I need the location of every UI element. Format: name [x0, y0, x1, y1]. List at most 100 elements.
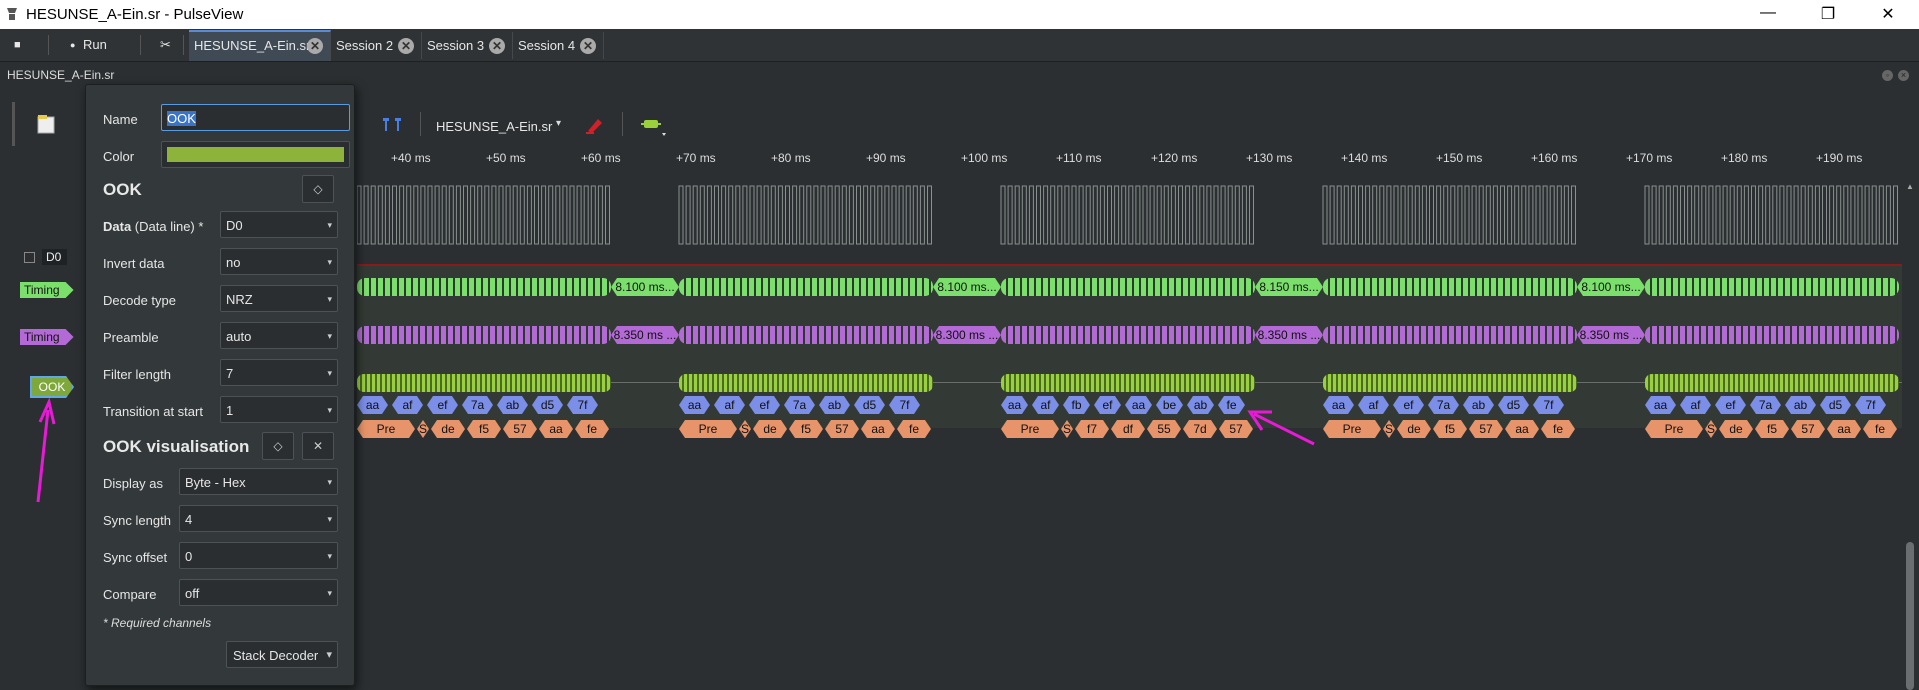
d0-pulse	[792, 185, 798, 245]
preamble-select[interactable]: auto▾	[220, 322, 338, 349]
d0-pulse	[1556, 185, 1562, 245]
d0-pulse	[1156, 185, 1162, 245]
minimize-button[interactable]: —	[1760, 4, 1776, 21]
display-as-select[interactable]: Byte - Hex▾	[179, 468, 338, 495]
d0-pulse	[870, 185, 876, 245]
tab-session-1[interactable]: HESUNSE_A-Ein.sr ✕	[189, 30, 331, 61]
ook-field: de	[431, 420, 465, 438]
tab-session-2[interactable]: Session 2 ✕	[331, 32, 422, 59]
d0-pulse	[1850, 185, 1856, 245]
decode-type-select[interactable]: NRZ▾	[220, 285, 338, 312]
scrollbar-thumb[interactable]	[1906, 542, 1914, 690]
timing-gap-label: 8.350 ms ...	[1577, 326, 1645, 344]
d0-pulse	[434, 185, 440, 245]
ruler-tick: +190 ms	[1816, 151, 1863, 165]
remove-decoder-icon[interactable]: ✕	[302, 432, 334, 460]
d0-pulse	[1358, 185, 1363, 245]
device-dropdown-arrow[interactable]: ▾	[556, 118, 562, 129]
open-file-icon[interactable]	[36, 113, 56, 135]
ook-field: fe	[897, 420, 931, 438]
tab-session-3[interactable]: Session 3 ✕	[422, 32, 513, 59]
close-tab-icon[interactable]: ✕	[580, 38, 596, 54]
device-selector-label[interactable]: HESUNSE_A-Ein.sr	[436, 119, 553, 134]
ook-hex-byte: be	[1156, 396, 1183, 414]
d0-pulse	[1514, 185, 1520, 245]
d0-pulse	[1206, 185, 1212, 245]
dock-float-icon[interactable]: ◦	[1882, 70, 1893, 81]
toolbar-handle[interactable]	[12, 102, 15, 146]
d0-pulse	[1178, 185, 1183, 245]
name-row: Name OOK	[103, 104, 350, 133]
ook-field: Pre	[679, 420, 737, 438]
stop-icon[interactable]: ■	[14, 39, 21, 51]
d0-pulse	[1672, 185, 1678, 245]
settings-tool-icon[interactable]: ✂	[160, 37, 171, 52]
close-tab-icon[interactable]: ✕	[398, 38, 414, 54]
filter-length-select[interactable]: 7▾	[220, 359, 338, 386]
d0-pulse	[1665, 185, 1671, 245]
timing-track-label-1[interactable]: Timing	[20, 282, 74, 298]
signal-view[interactable]: 8.100 ms...8.100 ms...8.150 ms...8.100 m…	[356, 172, 1902, 457]
d0-pulse	[856, 185, 861, 245]
d0-pulse	[1241, 185, 1247, 245]
compare-select[interactable]: off▾	[179, 579, 338, 606]
chevron-down-icon: ▾	[327, 477, 332, 487]
ruler-tick: +140 ms	[1341, 151, 1388, 165]
d0-track-label[interactable]: D0	[42, 249, 68, 265]
color-picker[interactable]	[161, 141, 350, 168]
name-input[interactable]: OOK	[161, 104, 350, 131]
d0-pulse	[363, 185, 369, 245]
dock-close-icon[interactable]: ×	[1898, 70, 1909, 81]
close-window-button[interactable]: ✕	[1881, 6, 1895, 23]
cursor-markers-icon[interactable]	[380, 114, 406, 134]
probe-config-icon[interactable]	[584, 113, 606, 135]
ook-bits-burst	[679, 374, 933, 392]
sync-length-select[interactable]: 4▾	[179, 505, 338, 532]
close-tab-icon[interactable]: ✕	[489, 38, 505, 54]
ook-hex-byte: af	[1358, 396, 1389, 414]
sync-offset-select[interactable]: 0▾	[179, 542, 338, 569]
annotation-arrow-icon	[1247, 410, 1315, 446]
vertical-scrollbar[interactable]: ▲	[1902, 172, 1919, 690]
transition-select[interactable]: 1▾	[220, 396, 338, 423]
d0-pulse	[728, 185, 734, 245]
d0-pulse	[735, 185, 741, 245]
ook-field: 57	[1791, 420, 1825, 438]
d0-pulse	[583, 185, 589, 245]
d0-pulse	[1192, 185, 1198, 245]
show-hide-decoder-icon[interactable]: ◇	[302, 175, 334, 203]
d0-pulse	[505, 185, 511, 245]
scroll-up-icon[interactable]: ▲	[1906, 182, 1914, 191]
ook-field: S	[418, 422, 427, 436]
d0-pulse	[1372, 185, 1378, 245]
ruler-tick: +60 ms	[581, 151, 621, 165]
invert-data-select[interactable]: no▾	[220, 248, 338, 275]
ook-field: aa	[539, 420, 573, 438]
time-ruler[interactable]: +40 ms+50 ms+60 ms+70 ms+80 ms+90 ms+100…	[357, 151, 1902, 171]
d0-pulse	[756, 185, 762, 245]
channel-checkbox[interactable]	[24, 252, 35, 263]
show-hide-visualisation-icon[interactable]: ◇	[262, 432, 294, 460]
ook-field: f5	[789, 420, 823, 438]
run-button[interactable]: Run	[83, 37, 107, 52]
timing-burst	[1001, 326, 1255, 344]
d0-pulse	[1163, 185, 1169, 245]
ruler-tick: +150 ms	[1436, 151, 1483, 165]
data-label-rest: (Data line) *	[131, 219, 204, 234]
timing-track-label-2[interactable]: Timing	[20, 329, 74, 345]
maximize-button[interactable]: ❐	[1820, 6, 1836, 23]
d0-pulse	[841, 185, 847, 245]
tab-session-4[interactable]: Session 4 ✕	[513, 32, 604, 59]
timing-burst	[1645, 326, 1899, 344]
d0-pulse	[1350, 185, 1356, 245]
color-row: Color	[103, 141, 350, 170]
add-decoder-icon[interactable]	[640, 115, 666, 137]
ook-hex-byte: af	[1032, 396, 1059, 414]
data-channel-select[interactable]: D0▾	[220, 211, 338, 238]
close-tab-icon[interactable]: ✕	[307, 38, 323, 54]
invert-data-label: Invert data	[103, 256, 165, 271]
stack-decoder-button[interactable]: Stack Decoder ▾	[226, 641, 338, 668]
timing-burst	[679, 326, 933, 344]
d0-pulse	[1829, 185, 1835, 245]
ook-track-label[interactable]: OOK	[30, 376, 74, 398]
